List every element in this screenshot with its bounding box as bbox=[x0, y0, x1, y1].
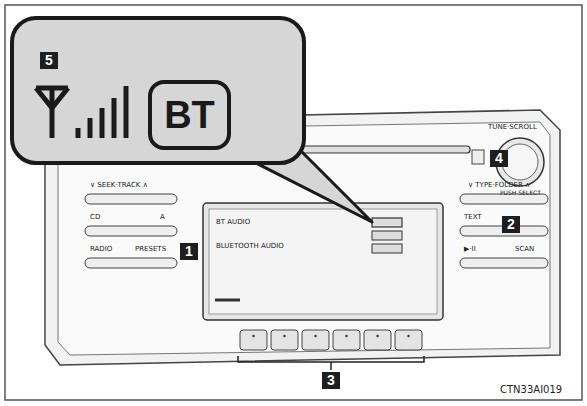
callout-number: 1 bbox=[180, 243, 198, 260]
button-label: RADIO bbox=[90, 246, 112, 254]
button-label: PRESETS bbox=[135, 246, 166, 254]
button-label: TEXT bbox=[464, 214, 482, 222]
callout-number: 2 bbox=[502, 216, 520, 233]
bluetooth-indicator-box: BT bbox=[148, 80, 231, 150]
preset-button bbox=[302, 330, 329, 350]
callout-number: 4 bbox=[490, 150, 508, 167]
display-text: BT AUDIO bbox=[216, 219, 250, 227]
callout-number: 3 bbox=[322, 372, 340, 389]
preset-button bbox=[333, 330, 360, 350]
button-label: SCAN bbox=[515, 246, 534, 254]
preset-button bbox=[364, 330, 391, 350]
knob-label: PUSH SELECT bbox=[500, 190, 541, 197]
knob-label: TUNE·SCROLL bbox=[488, 124, 537, 132]
callout-number: 5 bbox=[40, 52, 58, 69]
button-label: ∨ TYPE·FOLDER ∧ bbox=[468, 182, 530, 190]
preset-button bbox=[395, 330, 422, 350]
indicator-text: BT bbox=[164, 96, 215, 134]
button-label: ∨ SEEK·TRACK ∧ bbox=[90, 182, 148, 190]
display-text: BLUETOOTH AUDIO bbox=[216, 243, 284, 251]
figure-code: CTN33AI019 bbox=[500, 384, 562, 395]
button-label: ▶·II bbox=[464, 246, 476, 254]
preset-button bbox=[271, 330, 298, 350]
button-label: CD bbox=[90, 214, 100, 222]
button-label: A bbox=[160, 214, 165, 222]
preset-button bbox=[240, 330, 267, 350]
